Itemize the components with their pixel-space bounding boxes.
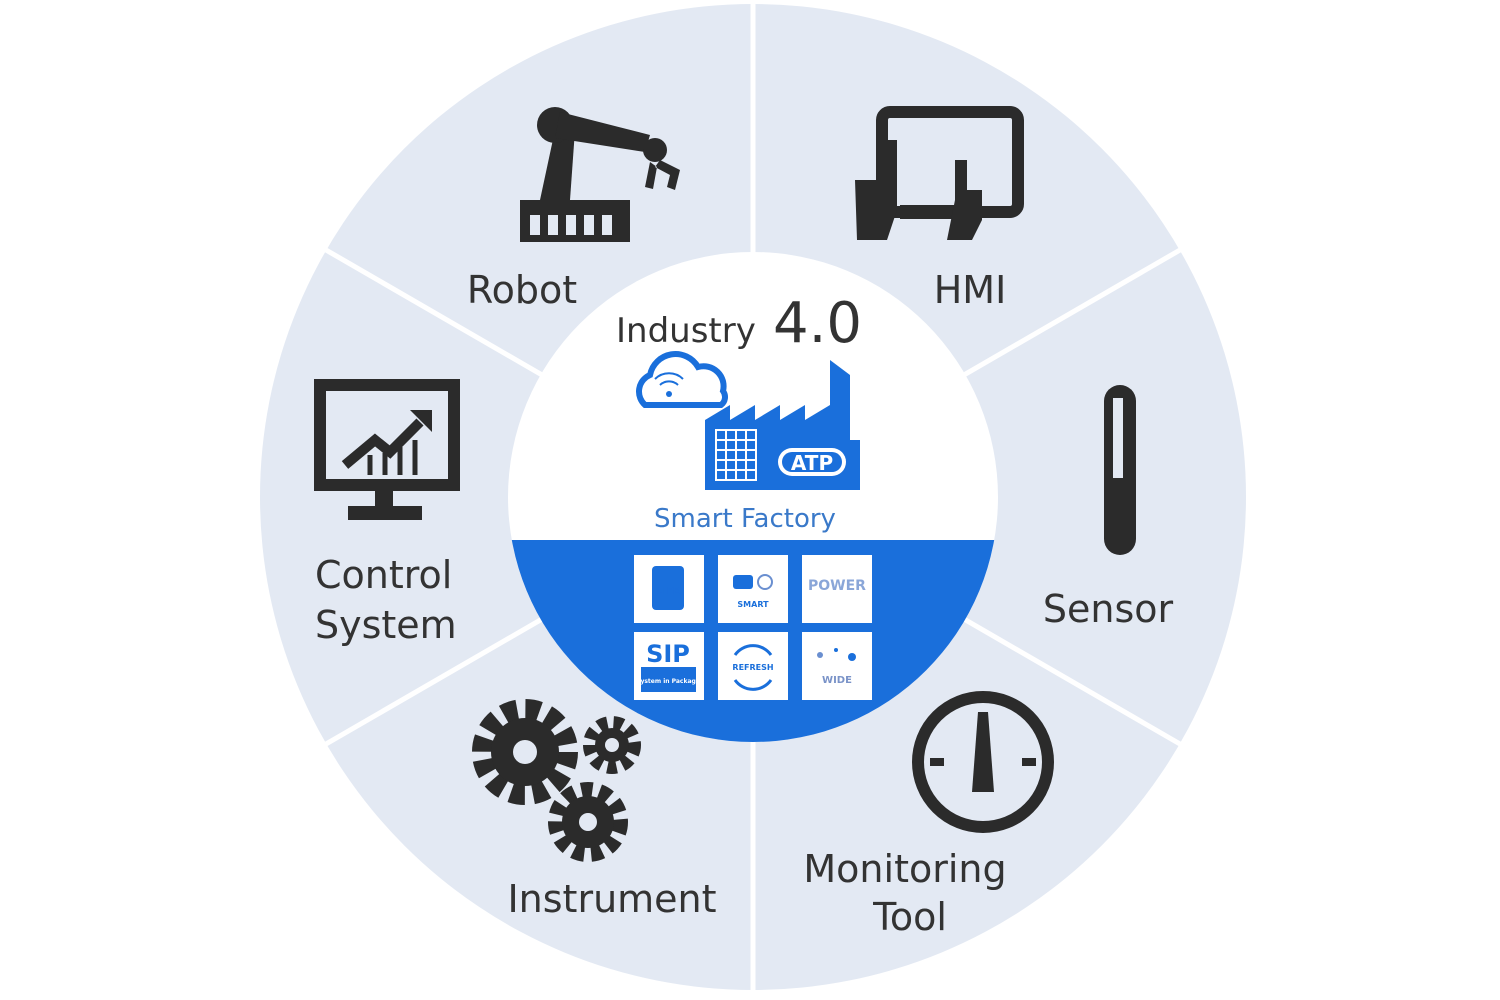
smart-factory-label: Smart Factory xyxy=(654,504,836,534)
tile-smart: SMART xyxy=(718,555,788,623)
svg-text:WIDE: WIDE xyxy=(822,675,852,686)
control-label-line1: Control xyxy=(315,553,452,597)
robot-label: Robot xyxy=(467,268,577,312)
monitoring-gauge-icon xyxy=(912,691,1054,833)
sensor-label: Sensor xyxy=(1043,587,1174,631)
robot-arm-icon xyxy=(520,107,680,242)
atp-badge: ATP xyxy=(791,451,833,475)
monitoring-label-line1: Monitoring xyxy=(803,847,1006,891)
tile-life: LIFE xyxy=(634,555,704,623)
control-label-line2: System xyxy=(315,603,457,647)
hmi-label: HMI xyxy=(934,268,1007,312)
gears-icon xyxy=(472,699,641,862)
svg-text:SMART: SMART xyxy=(737,600,769,609)
feature-tiles: LIFE SMART POWER SIP System in Package R… xyxy=(634,555,872,700)
instrument-label: Instrument xyxy=(507,877,716,921)
tile-sip: SIP System in Package xyxy=(634,632,704,700)
tile-wide: WIDE xyxy=(802,632,872,700)
cloud-wifi-icon xyxy=(636,351,728,408)
svg-text:LIFE: LIFE xyxy=(656,586,680,597)
svg-text:POWER: POWER xyxy=(808,578,866,594)
tile-refresh: REFRESH xyxy=(718,632,788,700)
svg-text:SIP: SIP xyxy=(646,640,690,668)
svg-text:System in Package: System in Package xyxy=(636,678,700,685)
hmi-touch-icon xyxy=(855,106,1024,240)
control-monitor-chart-icon xyxy=(314,379,460,520)
tile-power: POWER xyxy=(802,555,872,623)
title-version: 4.0 xyxy=(773,291,862,356)
sensor-thermometer-icon xyxy=(1104,385,1136,555)
svg-text:REFRESH: REFRESH xyxy=(732,663,773,672)
title-word: Industry xyxy=(616,311,756,351)
factory-icon xyxy=(705,360,860,490)
monitoring-label-line2: Tool xyxy=(872,895,947,939)
